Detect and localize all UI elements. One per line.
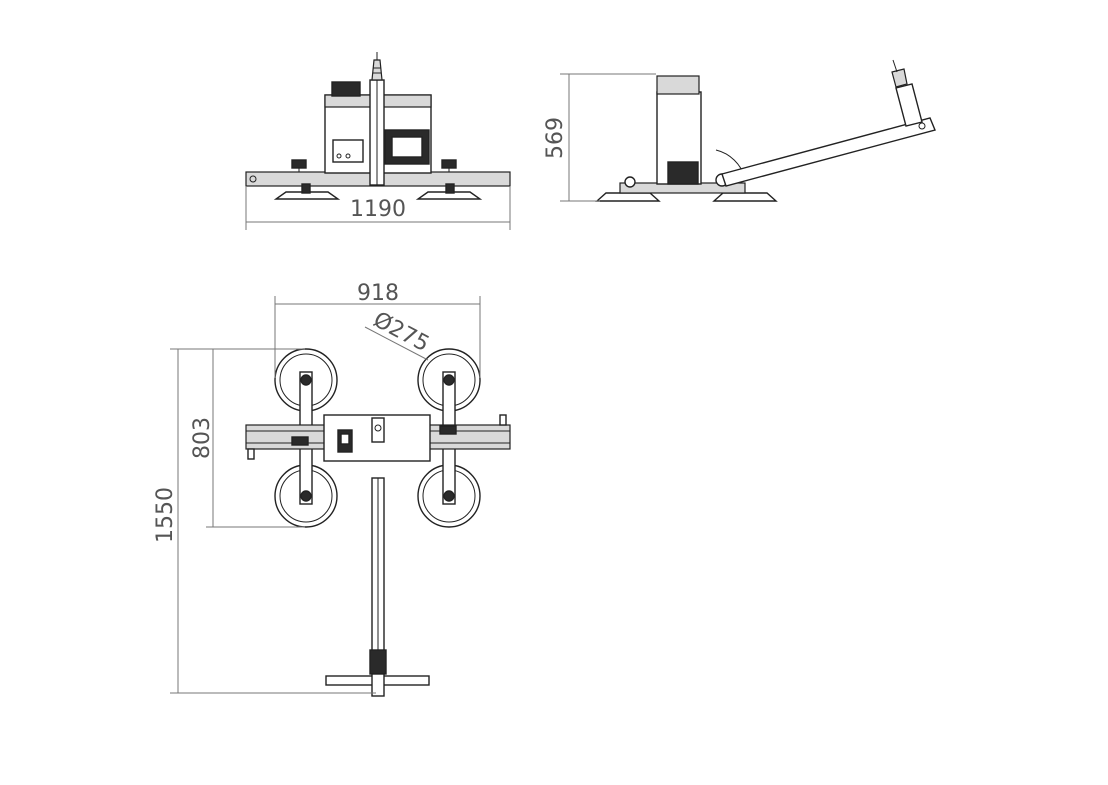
front-display-panel [332, 139, 364, 163]
top-length-dimension: 1550 [153, 348, 376, 694]
top-length-label: 1550 [153, 487, 178, 543]
front-cup-stem-left [301, 183, 311, 194]
top-span-dimension: 918 [274, 281, 481, 378]
front-motor-cap [331, 81, 361, 97]
top-pitch-dimension: 803 [190, 348, 305, 528]
side-handle-grip [895, 83, 923, 127]
front-knob-left [291, 159, 307, 169]
top-pitch-label: 803 [190, 417, 215, 459]
front-knob-right [441, 159, 457, 169]
side-height-label: 569 [543, 117, 568, 159]
side-height-dimension: 569 [543, 73, 656, 202]
front-cup-stem-right [445, 183, 455, 194]
side-suction-cup-left [595, 192, 661, 202]
top-mast-head [371, 417, 385, 443]
cup-diameter-label: Ø275 [369, 307, 433, 357]
front-suction-cup-right [415, 191, 483, 200]
front-width-dimension: 1190 [245, 186, 511, 230]
cup-diameter-dimension: Ø275 [364, 307, 433, 361]
top-span-label: 918 [357, 281, 399, 306]
side-motor [667, 161, 699, 185]
front-suction-cup-left [273, 191, 341, 200]
side-handle-arm [721, 117, 936, 187]
side-housing-top [656, 75, 700, 95]
side-suction-cup-right [712, 192, 778, 202]
front-handle-grip [371, 59, 383, 81]
top-knob-right [439, 425, 457, 435]
top-handle-grip-block [369, 649, 387, 675]
front-beam-end-hole [249, 175, 257, 183]
front-width-label: 1190 [350, 197, 406, 222]
top-view [245, 348, 511, 697]
side-view [595, 59, 936, 202]
top-knob-left [291, 436, 309, 446]
front-view [245, 52, 511, 200]
